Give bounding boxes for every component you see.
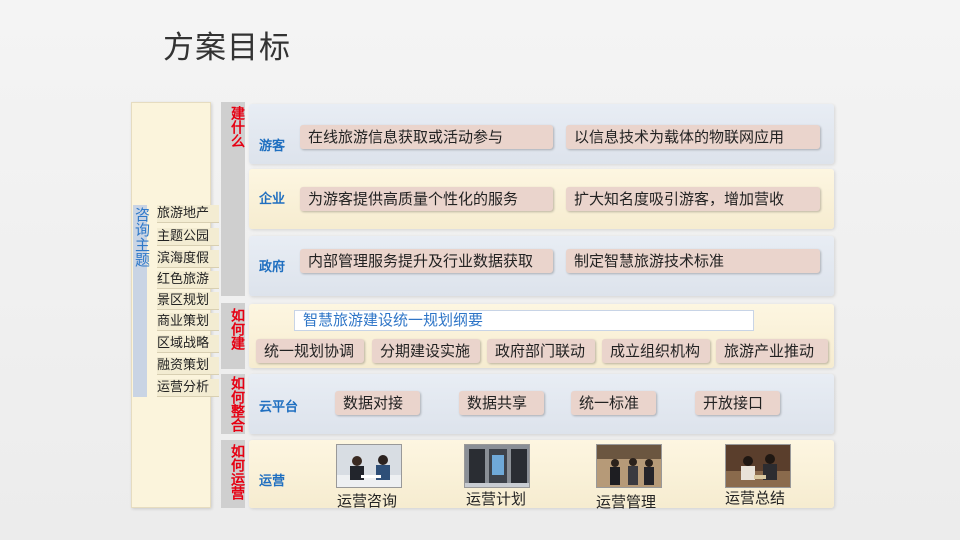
planning-photo [464, 444, 530, 488]
tab-how-build-label: 如何建 [229, 308, 245, 350]
topic-item: 运营分析 [157, 379, 219, 397]
page-title: 方案目标 [163, 30, 291, 66]
operation-caption: 运营咨询 [337, 492, 398, 510]
tab-build-what-label: 建什么 [229, 106, 245, 148]
row-operation-label: 运营 [259, 474, 286, 489]
plan-item: 旅游产业推动 [716, 339, 828, 363]
row-cloud-platform-label: 云平台 [259, 400, 299, 415]
tourist-item: 以信息技术为载体的物联网应用 [566, 125, 820, 149]
cloud-item: 数据共享 [459, 391, 544, 415]
row-enterprise-label: 企业 [259, 192, 286, 207]
topic-item: 区域战略 [157, 335, 219, 353]
consulting-photo [336, 444, 402, 488]
topic-item: 主题公园 [157, 228, 219, 246]
tab-how-operate-label: 如何运营 [229, 444, 245, 500]
topic-item: 滨海度假 [157, 250, 219, 268]
tourist-item: 在线旅游信息获取或活动参与 [300, 125, 553, 149]
plan-item: 分期建设实施 [372, 339, 480, 363]
topic-item: 景区规划 [157, 292, 219, 310]
operation-caption: 运营总结 [725, 489, 786, 507]
consulting-topics-bar [133, 205, 147, 397]
cloud-item: 开放接口 [695, 391, 780, 415]
topic-item: 商业策划 [157, 313, 219, 331]
enterprise-item: 为游客提供高质量个性化的服务 [300, 187, 553, 211]
summary-photo [725, 444, 791, 488]
topic-item: 红色旅游 [157, 271, 219, 289]
government-item: 制定智慧旅游技术标准 [566, 249, 820, 273]
row-government-label: 政府 [259, 260, 286, 275]
cloud-item: 统一标准 [571, 391, 656, 415]
operation-caption: 运营计划 [466, 490, 527, 508]
tab-how-build [221, 303, 245, 369]
cloud-item: 数据对接 [335, 391, 420, 415]
plan-item: 政府部门联动 [487, 339, 595, 363]
plan-title: 智慧旅游建设统一规划纲要 [294, 310, 754, 331]
plan-item: 成立组织机构 [602, 339, 710, 363]
plan-item: 统一规划协调 [256, 339, 364, 363]
government-item: 内部管理服务提升及行业数据获取 [300, 249, 553, 273]
enterprise-item: 扩大知名度吸引游客，增加营收 [566, 187, 820, 211]
tab-how-integrate [221, 374, 245, 434]
tab-how-operate [221, 440, 245, 508]
operation-caption: 运营管理 [596, 493, 657, 511]
consulting-topics-label: 咨询主题 [133, 207, 151, 267]
management-photo [596, 444, 662, 488]
topic-item: 旅游地产 [157, 205, 219, 223]
topic-item: 融资策划 [157, 357, 219, 375]
tab-build-what [221, 102, 245, 296]
tab-how-integrate-label: 如何整合 [229, 376, 245, 432]
row-tourist-label: 游客 [259, 139, 286, 154]
